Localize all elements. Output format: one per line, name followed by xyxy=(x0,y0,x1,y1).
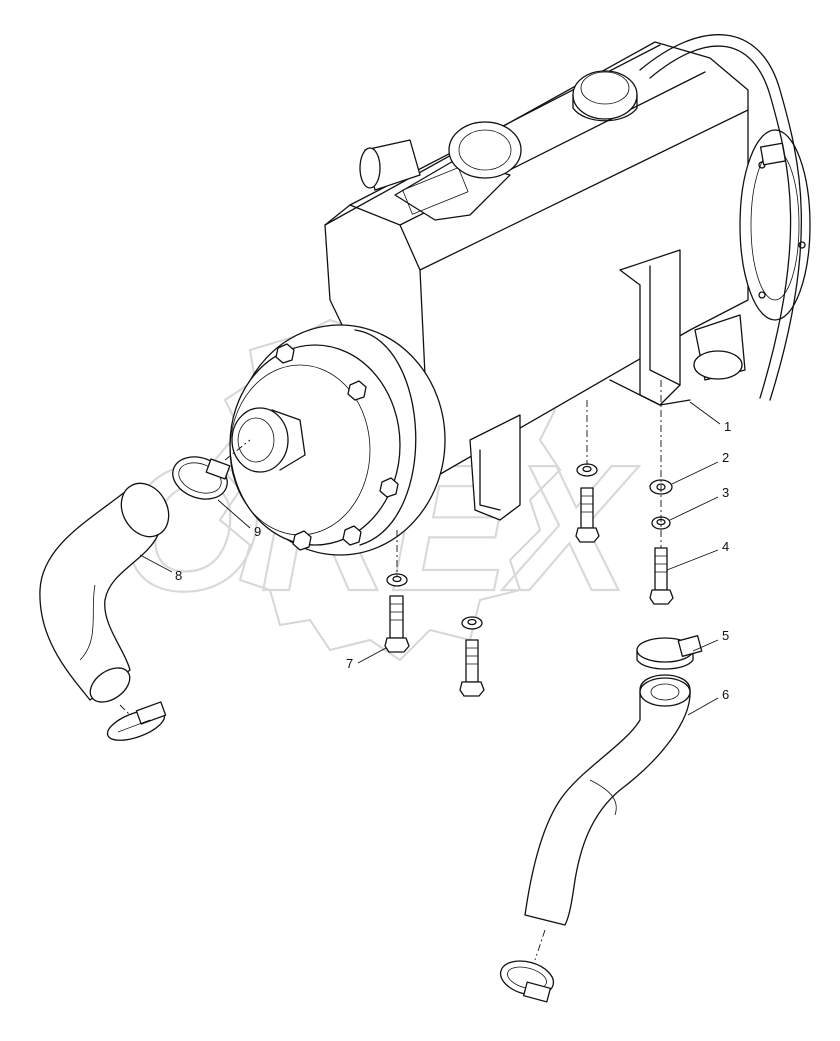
part-hose-clamp-5 xyxy=(636,635,703,670)
callout-4: 4 xyxy=(722,539,729,554)
callout-2: 2 xyxy=(722,450,729,465)
part-bolt-center xyxy=(575,487,600,543)
part-hose-clamp-bottom xyxy=(499,960,555,1003)
callout-5: 5 xyxy=(722,628,729,643)
part-hose-6 xyxy=(524,674,691,926)
callout-7: 7 xyxy=(346,656,353,671)
heater-assembly xyxy=(229,34,811,556)
part-hose-clamp-9 xyxy=(172,456,231,500)
part-bolt-7 xyxy=(384,595,410,653)
part-hose-clamp-lower-left xyxy=(106,701,167,741)
part-hose-8 xyxy=(39,482,170,703)
part-washer-lower xyxy=(461,616,483,630)
callout-8: 8 xyxy=(175,568,182,583)
end-cap-bolts xyxy=(275,343,399,551)
part-bolt-4 xyxy=(649,547,674,605)
part-washer-center xyxy=(576,463,598,477)
part-bolt-lower xyxy=(459,639,485,697)
callout-1: 1 xyxy=(724,419,731,434)
assembly-center-lines xyxy=(119,380,662,961)
callout-6: 6 xyxy=(722,687,729,702)
callout-9: 9 xyxy=(254,524,261,539)
callout-leaders xyxy=(139,401,721,716)
callout-labels: 1 2 3 4 5 6 7 8 9 xyxy=(175,419,731,702)
part-washer-left xyxy=(386,573,408,587)
callout-3: 3 xyxy=(722,485,729,500)
